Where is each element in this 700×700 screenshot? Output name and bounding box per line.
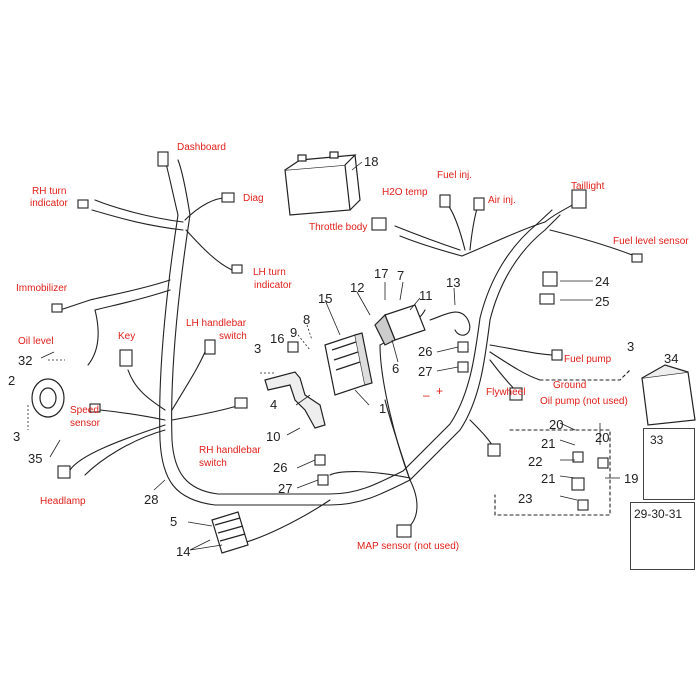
part-number: 18 <box>364 154 379 169</box>
part-number: 35 <box>28 451 43 466</box>
label-fuel-inj: Fuel inj. <box>437 170 473 181</box>
part-box-29-30-31 <box>630 502 695 570</box>
regulator-icon <box>211 511 249 554</box>
part-number: 26 <box>418 344 433 359</box>
label-speed-1: Speed <box>70 405 99 416</box>
part-number: 19 <box>624 471 639 486</box>
label-fuel-pump: Fuel pump <box>564 354 612 365</box>
label-ground: Ground <box>553 380 587 391</box>
part-number: 3 <box>254 341 262 356</box>
part-number: 3 <box>627 339 635 354</box>
battery-icon <box>284 151 361 216</box>
label-plus: + <box>436 384 444 398</box>
part-number: 17 <box>374 266 389 281</box>
label-rh-turn-2: indicator <box>30 198 68 209</box>
part-number: 5 <box>170 514 178 529</box>
label-throttle-body: Throttle body <box>309 222 368 233</box>
part-number: 16 <box>270 331 285 346</box>
label-headlamp: Headlamp <box>40 496 86 507</box>
label-oil-level: Oil level <box>18 336 54 347</box>
part-number: 14 <box>176 544 191 559</box>
label-lh-handlebar-2: switch <box>219 331 247 342</box>
part-number: 3 <box>13 429 21 444</box>
part-number: 24 <box>595 274 610 289</box>
part-number: 20 <box>595 430 610 445</box>
part-box-29-30-31-title: 29-30-31 <box>634 507 683 521</box>
part-number: 25 <box>595 294 610 309</box>
label-dashboard: Dashboard <box>177 142 226 153</box>
part-box-33-title: 33 <box>650 433 664 447</box>
part-number: 12 <box>350 280 365 295</box>
toolbag-icon <box>641 364 696 426</box>
label-map-sensor: MAP sensor (not used) <box>357 541 460 552</box>
label-air-inj: Air inj. <box>488 195 516 206</box>
main-loom-tube <box>159 214 561 506</box>
label-flywheel: Flywheel <box>486 387 526 398</box>
part-number: 7 <box>397 268 405 283</box>
part-number: 9 <box>290 325 298 340</box>
label-immobilizer: Immobilizer <box>16 283 68 294</box>
label-rh-handlebar-1: RH handlebar <box>199 445 261 456</box>
part-number: 1 <box>379 401 387 416</box>
part-number: 34 <box>664 351 679 366</box>
part-number: 20 <box>549 417 564 432</box>
part-number: 27 <box>278 481 293 496</box>
connector-icons <box>51 151 643 538</box>
label-h2o-temp: H2O temp <box>382 187 428 198</box>
label-oil-pump: Oil pump (not used) <box>540 396 628 407</box>
part-box-33 <box>643 428 695 500</box>
label-fuel-level-sensor: Fuel level sensor <box>613 236 689 247</box>
part-number: 26 <box>273 460 288 475</box>
label-rh-turn-1: RH turn <box>32 186 67 197</box>
part-number: 4 <box>270 397 278 412</box>
part-number: 10 <box>266 429 281 444</box>
part-number: 21 <box>541 471 556 486</box>
label-key: Key <box>118 331 136 342</box>
part-number: 21 <box>541 436 556 451</box>
part-number: 2 <box>8 373 16 388</box>
part-number: 32 <box>18 353 33 368</box>
part-number: 15 <box>318 291 333 306</box>
horn-icon <box>31 378 65 418</box>
part-number: 27 <box>418 364 433 379</box>
label-lh-turn-2: indicator <box>254 280 292 291</box>
part-number: 6 <box>392 361 400 376</box>
main-loom-tube-inner <box>171 209 553 495</box>
relay-icon <box>374 304 426 346</box>
label-minus: – <box>423 388 430 402</box>
part-number: 13 <box>446 275 461 290</box>
label-lh-handlebar-1: LH handlebar <box>186 318 247 329</box>
part-number: 22 <box>528 454 543 469</box>
bracket-icon <box>264 371 326 429</box>
label-lh-turn-1: LH turn <box>253 267 286 278</box>
label-taillight: Taillight <box>571 181 605 192</box>
part-number: 11 <box>419 288 433 303</box>
label-rh-handlebar-2: switch <box>199 458 227 469</box>
part-number: 8 <box>303 312 311 327</box>
ecu-icon <box>324 332 373 396</box>
part-number: 23 <box>518 491 533 506</box>
label-diag: Diag <box>243 193 264 204</box>
label-speed-2: sensor <box>70 418 101 429</box>
part-number: 28 <box>144 492 159 507</box>
